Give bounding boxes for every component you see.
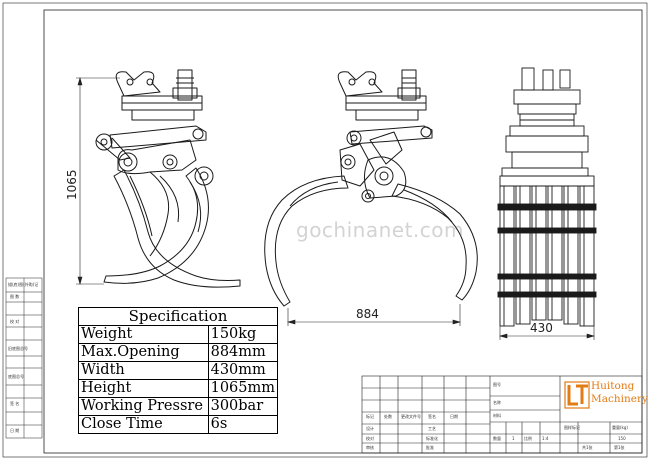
title-block-label: 重量(kg) [612,425,628,430]
spec-label-close-time: Close Time [78,415,209,434]
title-block-label: 日期 [450,414,458,419]
opening-dimension [286,304,462,326]
title-block-label: 更改文件号 [401,414,421,419]
spec-value-close-time: 6s [207,415,279,434]
margin-label: 图 数 [10,294,20,299]
spec-label-height: Height [78,379,209,398]
brand-logo [564,381,590,409]
margin-label: 旧底图总号 [8,346,28,351]
brand-name-line1: Huitong [591,380,635,392]
spec-title: Specification [78,307,278,326]
brand-name-line2: Machinery [591,393,648,405]
watermark-text: gochinanet.com [296,218,464,242]
quantity-value: 1 [512,436,515,441]
title-block-label: 批准 [426,445,434,450]
opening-dimension-label: 884 [356,307,379,321]
side-view-closed [95,69,241,288]
spec-label-weight: Weight [78,325,209,344]
title-block-label: 签名 [428,414,436,419]
spec-label-width: Width [78,361,209,380]
height-dimension-label: 1065 [65,169,79,200]
title-block-label: 工艺 [428,426,436,431]
spec-value-max-opening: 884mm [207,343,279,362]
title-block [361,375,643,454]
weight-value: 150 [618,436,626,441]
spec-header-row: Specification [78,307,278,326]
title-block-label: 名称 [493,400,501,405]
title-block-label: 标记 [366,414,374,419]
spec-value-working-pressure: 300bar [207,397,279,416]
margin-label: 日 期 [10,428,20,433]
title-block-label: 比例 [524,436,532,441]
title-block-label: 设计 [366,426,374,431]
spec-value-height: 1065mm [207,379,279,398]
width-dimension [498,326,596,340]
title-block-label: 处数 [384,414,392,419]
spec-label-max-opening: Max.Opening [78,343,209,362]
width-dimension-label: 430 [530,321,553,335]
margin-label: 签 名 [10,401,20,406]
brand-name: Huitong Machinery [591,380,648,406]
spec-value-weight: 150kg [207,325,279,344]
frame-inner [43,9,643,454]
side-view-open [264,69,478,307]
title-block-label: 校对 [366,436,374,441]
left-margin-table [5,277,43,439]
title-block-label: 数量 [493,436,501,441]
title-block-label: 图号 [493,382,501,387]
title-block-label: 审核 [366,445,374,450]
title-block-label: 第1张 [614,445,625,450]
spec-label-working-pressure: Working Pressre [78,397,209,416]
title-block-label: 标准化 [426,436,438,441]
title-block-label: 材料 [493,413,501,418]
margin-label: 描(底)图(外购)记 [8,282,39,287]
title-block-label: 图样标记 [564,425,580,430]
margin-label: 底图总号 [8,374,24,379]
title-block-label: 共1张 [582,445,593,450]
spec-value-width: 430mm [207,361,279,380]
height-dimension [76,76,120,286]
margin-label: 校 对 [10,319,20,324]
front-view [497,67,597,327]
scale-value: 1:4 [542,436,549,441]
